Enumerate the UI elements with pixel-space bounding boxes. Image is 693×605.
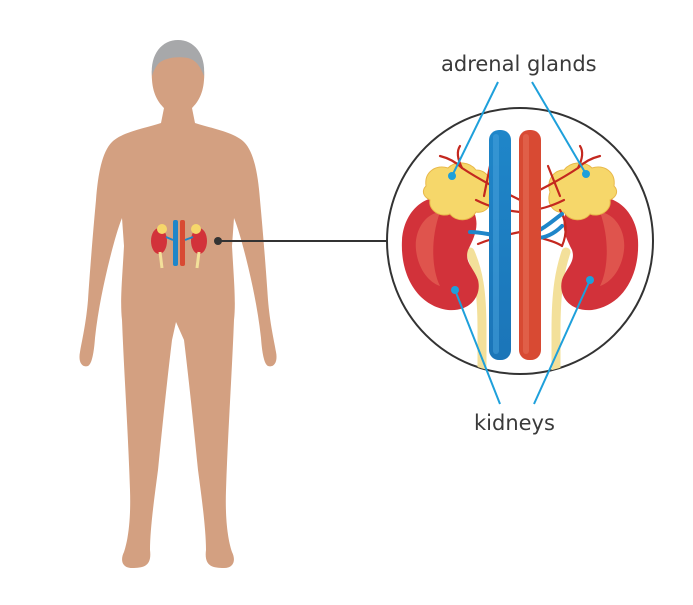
left-kidney	[401, 196, 479, 311]
right-kidney	[561, 196, 639, 311]
left-ureter	[465, 247, 487, 374]
body-silhouette	[79, 44, 277, 568]
adrenal-leader-left	[451, 81, 499, 177]
adrenal-leader-right	[531, 81, 587, 175]
right-adrenal-gland	[548, 162, 618, 221]
right-ureter	[551, 247, 571, 374]
connector	[214, 237, 388, 245]
left-adrenal-gland	[422, 162, 492, 221]
adrenal-glands-label: adrenal glands	[441, 52, 597, 76]
kidney-leader-right	[533, 279, 591, 405]
human-figure	[79, 40, 277, 568]
kidneys-label: kidneys	[474, 411, 555, 435]
leader-lines	[451, 81, 591, 405]
leader-dots	[448, 170, 594, 294]
mini-organ-inset	[151, 220, 207, 269]
aorta	[519, 130, 541, 360]
hair	[151, 40, 205, 76]
detail-circle	[386, 107, 654, 375]
vena-cava	[489, 130, 511, 360]
kidney-leader-left	[454, 289, 501, 405]
